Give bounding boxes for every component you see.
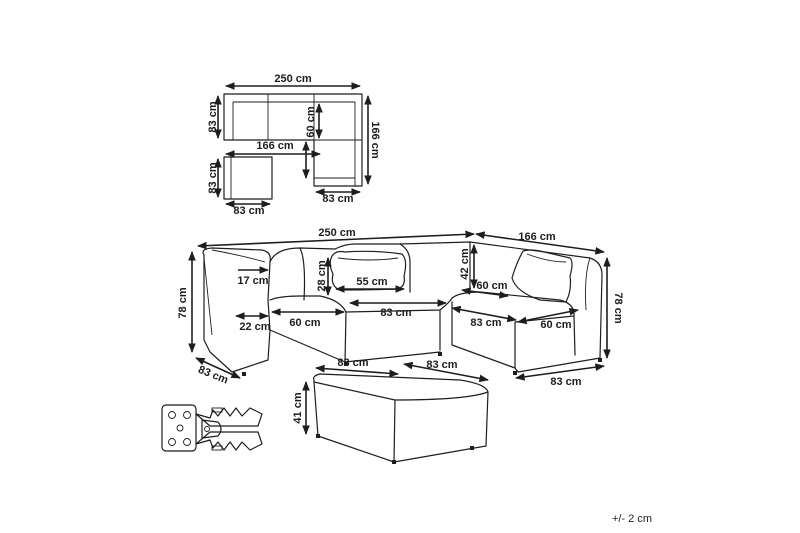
ottoman-depth-dim <box>403 361 489 383</box>
plan-depth-left-label: 83 cm <box>207 101 219 132</box>
plan-chaise-inner-label: 60 cm <box>305 106 317 137</box>
sofa-arm-width-label: 17 cm <box>237 275 268 287</box>
sofa-total-width-label: 250 cm <box>318 227 356 239</box>
ottoman-depth-label: 83 cm <box>426 359 457 371</box>
sofa-arm-depth-label: 22 cm <box>239 321 270 333</box>
plan-chaise-width-label: 83 cm <box>322 193 353 205</box>
sofa-depth-right-label: 83 cm <box>550 376 581 388</box>
plan-ottoman-width-label: 83 cm <box>233 205 264 217</box>
plan-inner-width-label: 166 cm <box>256 140 294 152</box>
sofa-depth-right-dim <box>515 363 605 381</box>
sofa-chaise-seat-depth-label: 60 cm <box>540 319 571 331</box>
sofa-chaise-length-label: 166 cm <box>518 231 556 243</box>
sofa-depth-left-dim <box>195 357 241 379</box>
ottoman-height-label: 41 cm <box>292 392 304 423</box>
sofa-total-width-dim <box>197 230 475 250</box>
sofa-module-width-label: 83 cm <box>380 307 411 319</box>
sofa-height-label: 78 cm <box>177 287 189 318</box>
ottoman-width-dim <box>315 364 399 378</box>
sofa-chaise-seat-depth-dim <box>517 307 579 325</box>
sofa-seat-depth-1-label: 60 cm <box>476 280 507 292</box>
sofa-depth-left-label: 83 cm <box>196 364 230 387</box>
sofa-back-height-label: 28 cm <box>316 260 328 291</box>
plan-view-sofa <box>223 93 363 187</box>
sofa-seat-depth-1-dim <box>461 287 509 299</box>
sofa-corner-width-label: 83 cm <box>470 317 501 329</box>
sofa-seat-depth-2-label: 60 cm <box>289 317 320 329</box>
tolerance-note: +/- 2 cm <box>612 513 652 525</box>
plan-width-label: 250 cm <box>274 73 312 85</box>
plan-view-ottoman <box>223 156 273 200</box>
sofa-height-right-label: 78 cm <box>612 292 624 323</box>
sofa-seat-height-label: 42 cm <box>459 248 471 279</box>
plan-chaise-depth-label: 166 cm <box>369 121 381 159</box>
plan-ottoman-depth-label: 83 cm <box>207 162 219 193</box>
connector-clip-detail <box>161 404 263 452</box>
ottoman-width-label: 83 cm <box>337 357 368 369</box>
sofa-corner-width-dim <box>451 305 517 323</box>
ottoman-drawing <box>313 373 489 464</box>
sofa-chaise-length-dim <box>475 231 605 255</box>
sofa-pillow-width-label: 55 cm <box>356 276 387 288</box>
